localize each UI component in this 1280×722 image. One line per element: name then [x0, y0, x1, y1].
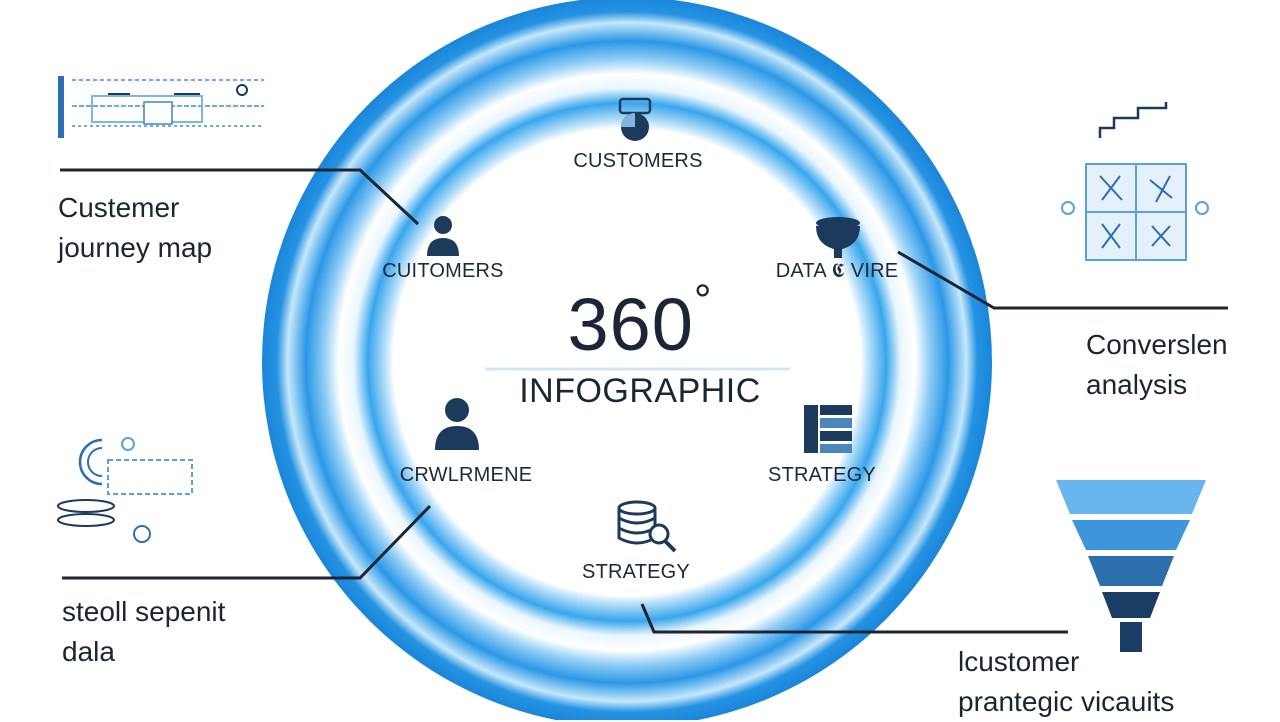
degree-symbol: ° — [693, 276, 713, 325]
callout-line: steoll sepenit — [62, 596, 226, 627]
ring-label-top: CUSTOMERS — [573, 150, 703, 172]
callout-line: Custemer — [58, 192, 180, 223]
callout-line: analysis — [1086, 369, 1188, 400]
server-rack-icon — [804, 405, 852, 453]
callout-top-left: Custemer journey map — [58, 188, 212, 268]
callout-line: journey map — [58, 232, 213, 263]
analysis-grid-sketch-icon — [1061, 102, 1209, 261]
callout-line: lcustomer — [958, 646, 1080, 677]
database-bowl-icon — [816, 217, 860, 258]
funnel-icon — [1056, 480, 1206, 652]
ring-label-upper-left: CUITOMERS — [382, 260, 504, 282]
person-icon — [435, 398, 479, 450]
callout-line: prantegic vicauits — [958, 686, 1175, 717]
connector-line-right-top — [897, 250, 1228, 310]
callout-bottom-left: steoll sepenit dala — [62, 592, 225, 672]
ring-label-lower-left: CRWLRMENE — [399, 464, 533, 486]
ring-label-lower-right: STRATEGY — [768, 464, 876, 486]
database-search-icon — [617, 500, 677, 553]
callout-bottom-right: lcustomer prantegic vicauits — [958, 642, 1174, 722]
connector-line-top-left — [60, 168, 420, 226]
center-number: 360° — [567, 276, 713, 366]
callout-right-top: Converslen analysis — [1086, 325, 1228, 405]
ring-label-upper-right: DATA 𝕮 VIRE — [775, 260, 899, 282]
journey-map-sketch-icon — [58, 76, 264, 138]
ring-label-bottom: STRATEGY — [582, 561, 690, 583]
connector-line-bottom-left — [62, 504, 432, 580]
person-icon — [427, 216, 459, 256]
connector-line-bottom-right — [640, 603, 1068, 634]
center-subtitle: INFOGRAPHIC — [519, 372, 761, 410]
monitor-people-icon — [618, 97, 652, 141]
callout-line: Converslen — [1086, 329, 1228, 360]
callout-line: dala — [62, 636, 115, 667]
data-sketch-icon — [57, 437, 193, 543]
